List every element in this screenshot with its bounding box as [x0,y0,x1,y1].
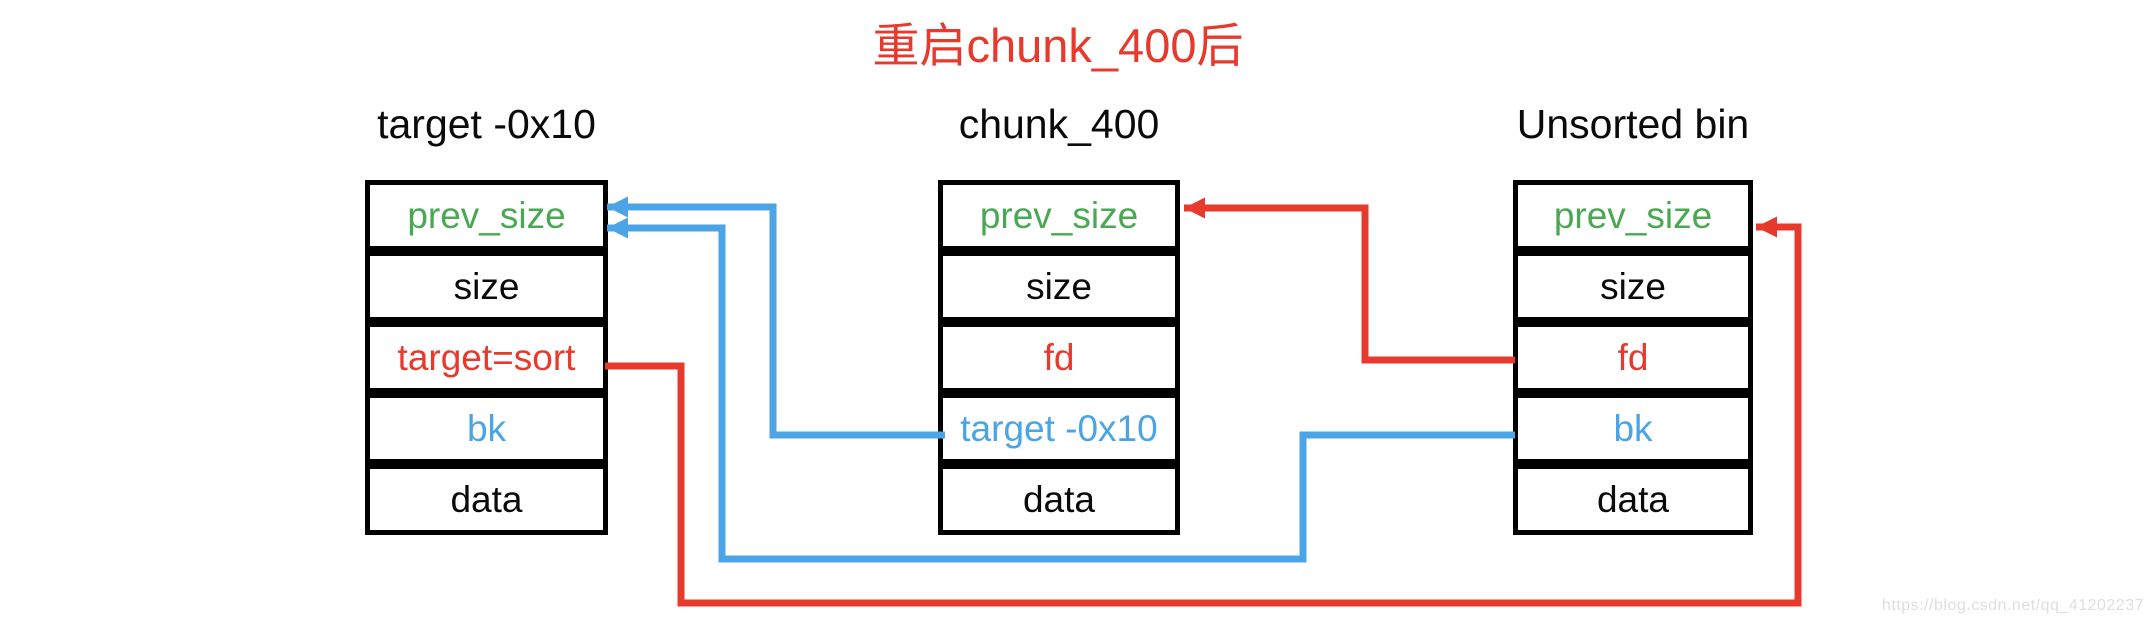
box-unsorted-bin: prev_size size fd bk data [1513,180,1753,535]
cell-chunk400-target-0x10: target -0x10 [938,393,1180,464]
arrow-chunk400-target-cell-to-target-prevsize [607,196,945,439]
box-label-target: target -0x10 [377,101,596,147]
cell-chunk400-prev-size: prev_size [938,180,1180,251]
cell-chunk400-fd: fd [938,322,1180,393]
cell-chunk400-data: data [938,464,1180,535]
cell-unsorted-fd: fd [1513,322,1753,393]
box-label-chunk400: chunk_400 [958,101,1160,147]
cell-target-bk: bk [365,393,608,464]
cell-target-size: size [365,251,608,322]
box-target: prev_size size target=sort bk data [365,180,608,535]
watermark-text: https://blog.csdn.net/qq_41202237 [1881,597,2144,614]
arrow-unsortedbin-fd-to-chunk400-prevsize [1184,197,1515,364]
cell-target-target-sort: target=sort [365,322,608,393]
cell-target-prev-size: prev_size [365,180,608,251]
box-label-unsorted-bin: Unsorted bin [1516,101,1750,147]
diagram-title: 重启chunk_400后 [872,19,1244,72]
cell-unsorted-data: data [1513,464,1753,535]
cell-unsorted-size: size [1513,251,1753,322]
cell-unsorted-bk: bk [1513,393,1753,464]
cell-chunk400-size: size [938,251,1180,322]
cell-unsorted-prev-size: prev_size [1513,180,1753,251]
cell-target-data: data [365,464,608,535]
box-chunk400: prev_size size fd target -0x10 data [938,180,1180,535]
